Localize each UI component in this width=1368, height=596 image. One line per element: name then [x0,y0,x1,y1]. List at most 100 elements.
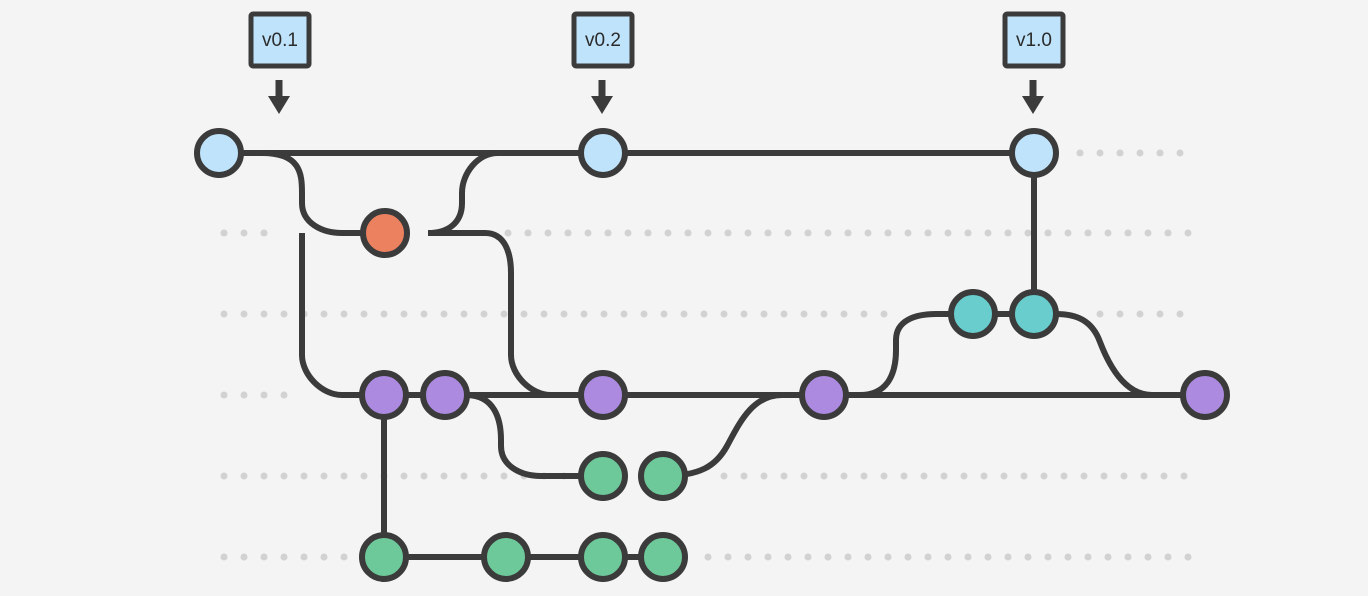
guide-dot [620,310,628,318]
guide-dot [1084,229,1092,237]
commit-develop-4[interactable] [799,370,849,420]
branch-path-develop-to-featurea [465,392,603,479]
guide-dot [1160,472,1168,480]
tag-label: v0.2 [585,30,621,51]
branch-path-featurea-to-develop [662,392,803,479]
guide-dot [1096,149,1104,157]
commit-hotfix-1[interactable] [360,208,410,258]
commit-feature-a-1[interactable] [578,451,628,501]
guide-dot [1184,229,1192,237]
guide-dot [460,472,468,480]
guide-dot [1020,472,1028,480]
guide-dot [644,229,652,237]
guide-dot [1140,472,1148,480]
commit-feature-b-1[interactable] [359,532,409,582]
guide-dot [664,229,672,237]
guide-dot [1124,553,1132,561]
guide-dot [1100,472,1108,480]
guide-dot [1180,472,1188,480]
guide-dot [824,229,832,237]
commit-feature-b-4[interactable] [638,532,688,582]
guide-dot [260,229,268,237]
guide-row-release [220,310,1184,318]
guide-dot [900,472,908,480]
guide-dot [1176,310,1184,318]
guide-dot [680,310,688,318]
guide-dot [624,229,632,237]
commit-feature-b-3[interactable] [578,532,628,582]
guide-dot [1156,149,1164,157]
guide-dot [524,229,532,237]
guide-dot [744,229,752,237]
tag-group-v0.1[interactable]: v0.1 [248,11,312,114]
guide-dot [1120,472,1128,480]
guide-dot [904,553,912,561]
guide-dot [984,553,992,561]
guide-dot [360,472,368,480]
commit-main-1[interactable] [194,128,244,178]
guide-dot [260,472,268,480]
guide-dot [884,553,892,561]
guide-dot [1116,310,1124,318]
tag-box[interactable] [1002,11,1066,69]
tag-label: v0.1 [262,30,298,51]
commit-develop-3[interactable] [578,370,628,420]
commit-develop-2[interactable] [420,370,470,420]
guide-dot [1076,149,1084,157]
guide-dot [800,310,808,318]
guide-dot [480,472,488,480]
guide-dot [1116,149,1124,157]
guide-dot [400,310,408,318]
tag-box[interactable] [248,11,312,69]
guide-dot [1176,149,1184,157]
guide-dot [240,553,248,561]
guide-dot [1004,229,1012,237]
guide-dot [500,472,508,480]
branch-path-develop-to-release [859,311,973,398]
commit-release-1[interactable] [948,289,998,339]
commit-main-3[interactable] [1009,128,1059,178]
guide-dot [320,310,328,318]
guide-dot [924,553,932,561]
guide-dot [240,310,248,318]
commit-develop-5[interactable] [1180,370,1230,420]
guide-dot [784,553,792,561]
guide-dot [780,472,788,480]
guide-dot [440,310,448,318]
guide-dot [440,472,448,480]
guide-dot [220,229,228,237]
guide-dot [840,310,848,318]
guide-dot [800,472,808,480]
guide-dot [320,472,328,480]
tag-label: v1.0 [1016,30,1052,51]
commit-main-2[interactable] [578,128,628,178]
guide-dot [280,310,288,318]
guide-dot [600,310,608,318]
guide-dot [380,310,388,318]
guide-dot [864,553,872,561]
guide-dot [804,229,812,237]
guide-dot [980,472,988,480]
guide-dot [764,553,772,561]
commit-feature-a-2[interactable] [638,451,688,501]
commit-release-2[interactable] [1009,289,1059,339]
commit-develop-1[interactable] [359,370,409,420]
guide-dot [880,472,888,480]
guide-dot [480,310,488,318]
guide-dot [420,472,428,480]
commit-feature-b-2[interactable] [481,532,531,582]
guide-row-feature-b [220,553,1192,561]
guide-dot [880,310,888,318]
guide-row-main [1076,149,1184,157]
guide-dot [220,472,228,480]
guide-dot [820,310,828,318]
guide-dot [860,310,868,318]
guide-dot [1044,229,1052,237]
guide-dot [944,553,952,561]
tag-box[interactable] [571,11,635,69]
tag-group-v0.2[interactable]: v0.2 [571,11,635,114]
guide-dot [240,472,248,480]
tag-group-v1.0[interactable]: v1.0 [1002,11,1066,114]
